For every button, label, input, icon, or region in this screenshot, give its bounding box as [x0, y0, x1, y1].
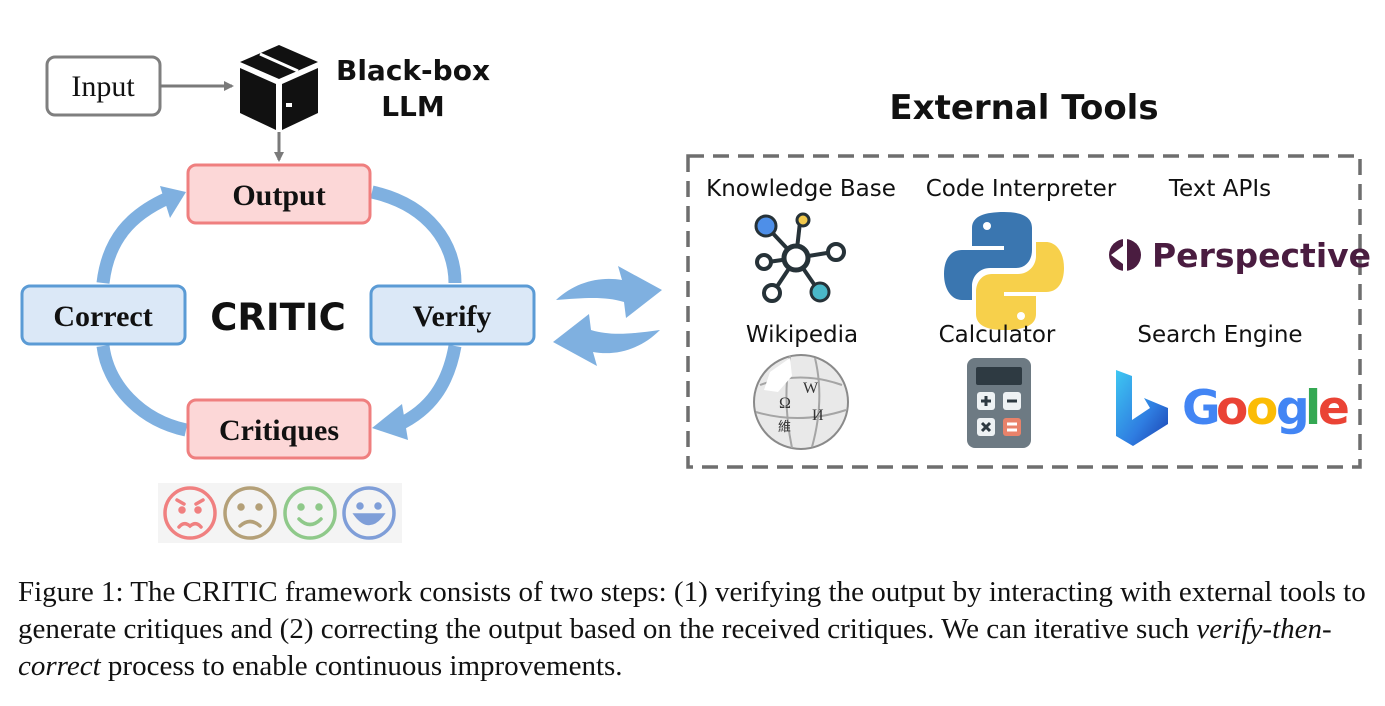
- google-letter-o2: o: [1246, 381, 1278, 436]
- sad-face-icon: [223, 486, 277, 540]
- svg-text:維: 維: [778, 419, 791, 434]
- python-logo-icon: [944, 212, 1064, 330]
- google-letter-e: e: [1318, 381, 1350, 436]
- critiques-to-correct-arc: [96, 344, 188, 437]
- caption-emphasis: verify-then-correct: [18, 613, 1332, 682]
- output-to-verify-arc: [370, 185, 462, 284]
- google-letter-l: l: [1305, 381, 1321, 436]
- input-node: Input: [45, 55, 162, 117]
- verify-to-critiques-arc: [395, 344, 462, 431]
- perspective-logo-text: Perspective: [1152, 236, 1371, 275]
- loop-arrows: [96, 185, 462, 437]
- verify-label: Verify: [413, 300, 492, 333]
- caption-part1: Figure 1: The CRITIC framework consists …: [18, 576, 1366, 645]
- google-letter-g2: g: [1276, 381, 1310, 436]
- blackbox-title-line1: Black-box: [336, 54, 490, 87]
- verify-node: Verify: [369, 284, 536, 346]
- output-label: Output: [232, 179, 325, 212]
- svg-text:W: W: [803, 380, 819, 397]
- wikipedia-label: Wikipedia: [746, 322, 858, 348]
- correct-node: Correct: [20, 284, 187, 346]
- black-box-icon: [240, 45, 318, 130]
- exchange-arrows-icon: [553, 266, 662, 366]
- wikipedia-globe-icon: Ω W И 維: [753, 354, 849, 450]
- svg-text:Ω: Ω: [779, 395, 791, 412]
- search-engine-label: Search Engine: [1137, 322, 1302, 348]
- bing-logo-icon: [1116, 370, 1168, 446]
- arrowhead-to-critiques: [372, 404, 408, 440]
- correct-label: Correct: [53, 300, 152, 333]
- arrowhead-to-output: [160, 186, 186, 218]
- happy-face-icon: [342, 486, 396, 540]
- perspective-logo: Perspective: [1109, 236, 1371, 275]
- code-interpreter-label: Code Interpreter: [926, 176, 1117, 202]
- knowledge-base-label: Knowledge Base: [706, 176, 896, 202]
- correct-to-output-arc: [96, 192, 171, 284]
- tools-dashed-frame: [686, 154, 1362, 469]
- text-apis-label: Text APIs: [1168, 176, 1271, 202]
- external-tools-title: External Tools: [889, 88, 1158, 128]
- smile-face-icon: [283, 486, 337, 540]
- worried-face-icon: [163, 486, 217, 540]
- blackbox-title-line2: LLM: [381, 90, 445, 123]
- critiques-node: Critiques: [186, 398, 372, 460]
- google-letter-o1: o: [1216, 381, 1248, 436]
- faces-row: [158, 483, 402, 543]
- critic-center-label: CRITIC: [210, 296, 346, 339]
- critiques-label: Critiques: [219, 414, 339, 447]
- figure-caption: Figure 1: The CRITIC framework consists …: [18, 574, 1368, 685]
- svg-text:И: И: [812, 407, 824, 424]
- caption-part2: process to enable continuous improvement…: [100, 650, 623, 682]
- calculator-label: Calculator: [939, 322, 1056, 348]
- input-label: Input: [71, 70, 135, 103]
- critic-diagram: Input Black-box LLM Output Correct CRITI…: [20, 45, 1371, 543]
- google-letter-g: G: [1182, 381, 1221, 436]
- knowledge-graph-icon: [754, 212, 846, 303]
- google-logo: G o o g l e: [1182, 381, 1350, 436]
- output-node: Output: [186, 163, 372, 225]
- calculator-icon: [967, 358, 1031, 448]
